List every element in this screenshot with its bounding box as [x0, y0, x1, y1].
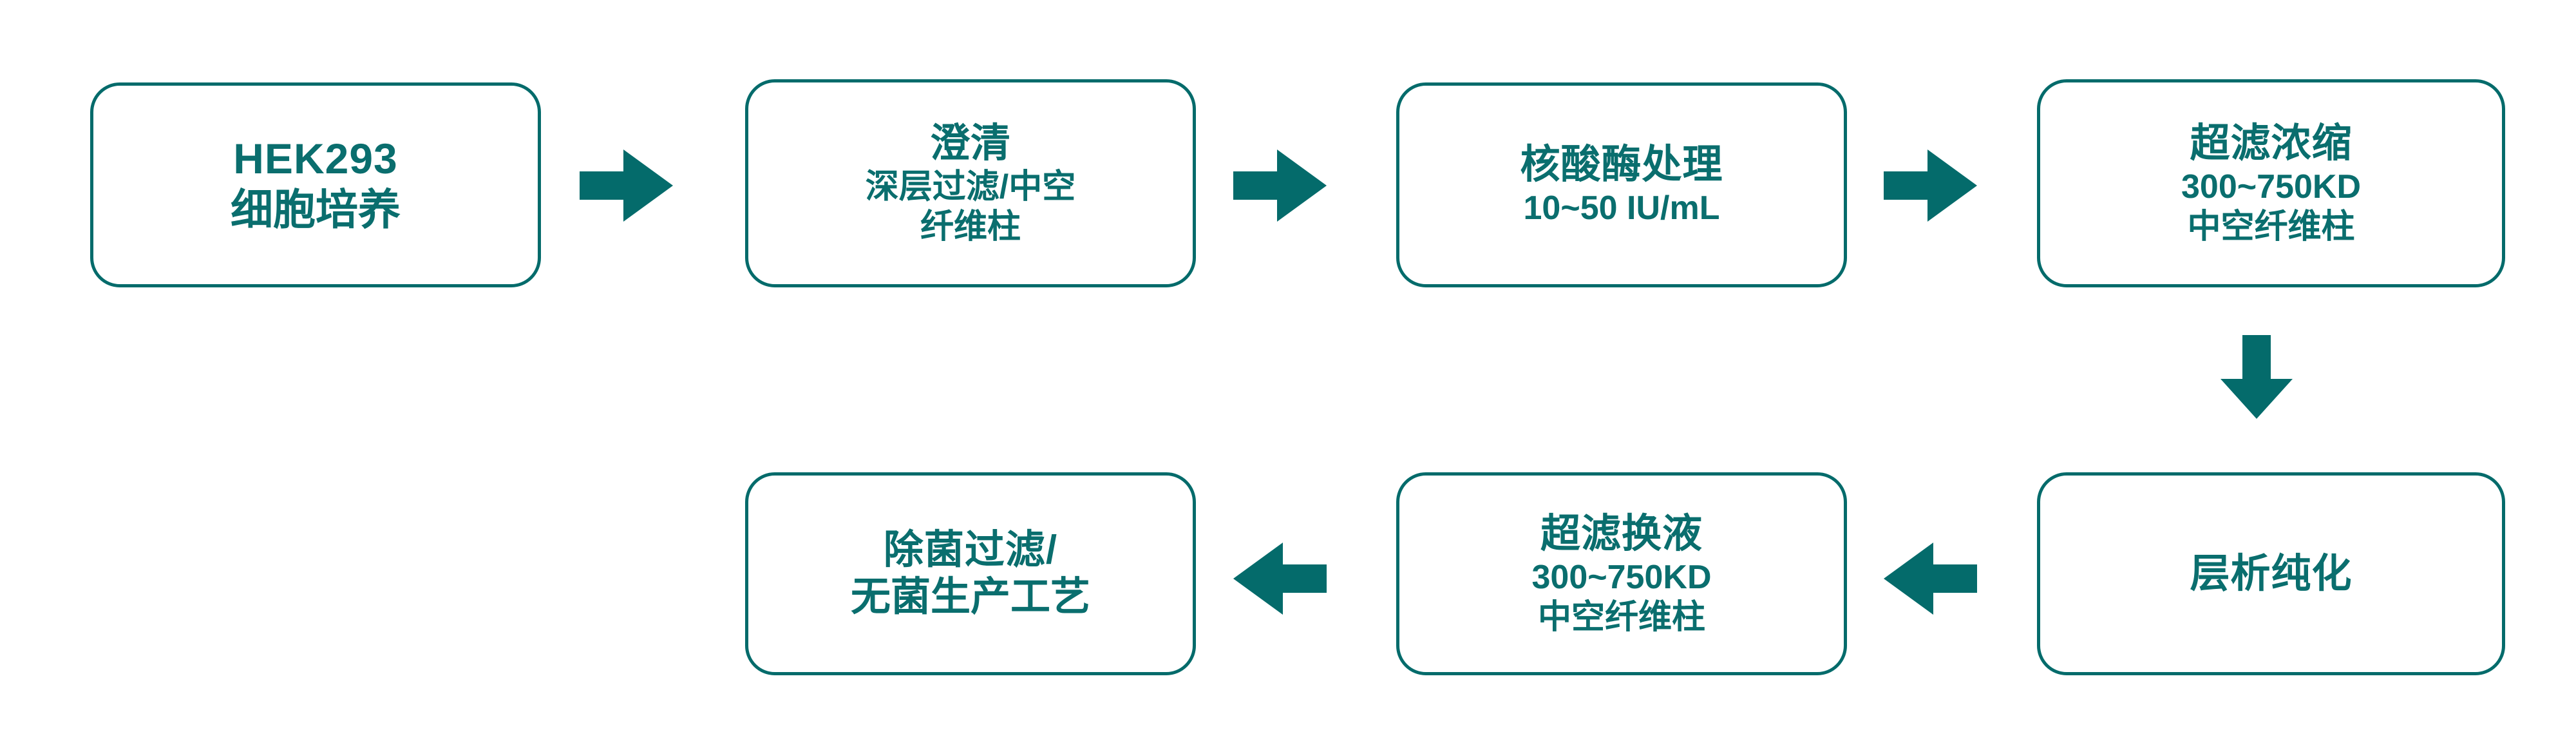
node-title: HEK293	[233, 135, 398, 183]
process-node-hek293-cell-culture[interactable]: HEK293 细胞培养	[90, 82, 541, 287]
process-node-sterile-filtration[interactable]: 除菌过滤/ 无菌生产工艺	[745, 472, 1196, 675]
node-title: 核酸酶处理	[1520, 142, 1723, 188]
process-node-clarification[interactable]: 澄清 深层过滤/中空 纤维柱	[745, 79, 1196, 287]
node-title: 层析纯化	[2190, 551, 2353, 596]
node-detail-line: 纤维柱	[920, 208, 1021, 246]
node-title: 超滤浓缩	[2190, 120, 2353, 166]
process-node-chromatography-purification[interactable]: 层析纯化	[2037, 472, 2505, 675]
process-node-ultrafiltration-concentration[interactable]: 超滤浓缩 300~750KD 中空纤维柱	[2037, 79, 2505, 287]
arrow-left-icon	[1884, 543, 1977, 615]
arrow-left-icon	[1233, 543, 1327, 615]
arrow-right-icon	[580, 149, 673, 222]
node-detail-line: 细胞培养	[231, 186, 401, 234]
node-detail-line: 深层过滤/中空	[865, 168, 1076, 206]
process-node-nuclease-treatment[interactable]: 核酸酶处理 10~50 IU/mL	[1396, 82, 1847, 287]
node-detail-line: 无菌生产工艺	[850, 574, 1090, 619]
node-title: 除菌过滤/	[883, 527, 1058, 572]
node-detail-line: 300~750KD	[1531, 558, 1712, 596]
node-title: 超滤换液	[1540, 511, 1703, 556]
arrow-down-icon	[2221, 335, 2293, 419]
arrow-right-icon	[1884, 149, 1977, 222]
node-detail-line: 中空纤维柱	[1537, 599, 1705, 637]
node-title: 澄清	[929, 120, 1011, 166]
node-detail-line: 中空纤维柱	[2187, 208, 2355, 246]
node-detail-line: 300~750KD	[2181, 168, 2361, 206]
process-node-ultrafiltration-buffer-exchange[interactable]: 超滤换液 300~750KD 中空纤维柱	[1396, 472, 1847, 675]
node-detail-line: 10~50 IU/mL	[1523, 189, 1720, 227]
arrow-right-icon	[1233, 149, 1327, 222]
